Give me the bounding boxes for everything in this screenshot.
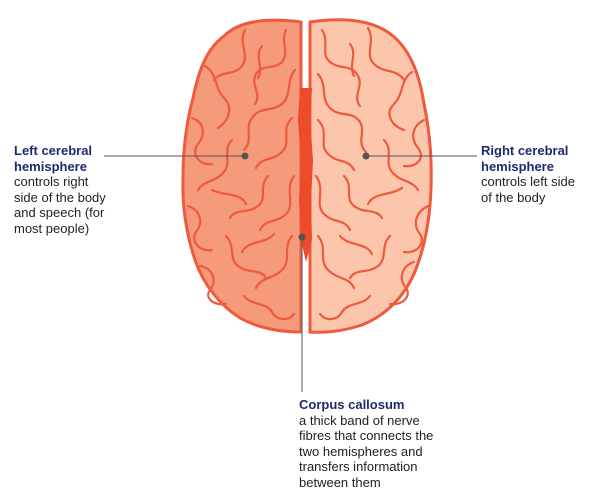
corpus-callosum-description: a thick band of nerve fibres that connec… [299,412,434,490]
corpus-callosum [298,88,313,262]
leader-left [104,152,249,160]
corpus-callosum-label: Corpus callosum a thick band of nerve fi… [299,397,469,490]
left-hemisphere-description: controls right side of the body and spee… [14,174,106,236]
left-hemisphere [181,18,303,334]
left-hemisphere-label: Left cerebral hemisphere controls right … [14,143,174,236]
right-gyri [314,26,430,321]
right-hemisphere-title: Right cerebral hemisphere [481,143,569,174]
left-hemisphere-title: Left cerebral hemisphere [14,143,93,174]
right-hemisphere-description: controls left side of the body [481,174,575,205]
leader-right [362,152,477,160]
left-gyri [186,28,297,321]
corpus-callosum-title: Corpus callosum [299,397,405,412]
right-hemisphere-label: Right cerebral hemisphere controls left … [481,143,596,205]
right-hemisphere [308,18,433,334]
leader-corpus [298,233,306,392]
